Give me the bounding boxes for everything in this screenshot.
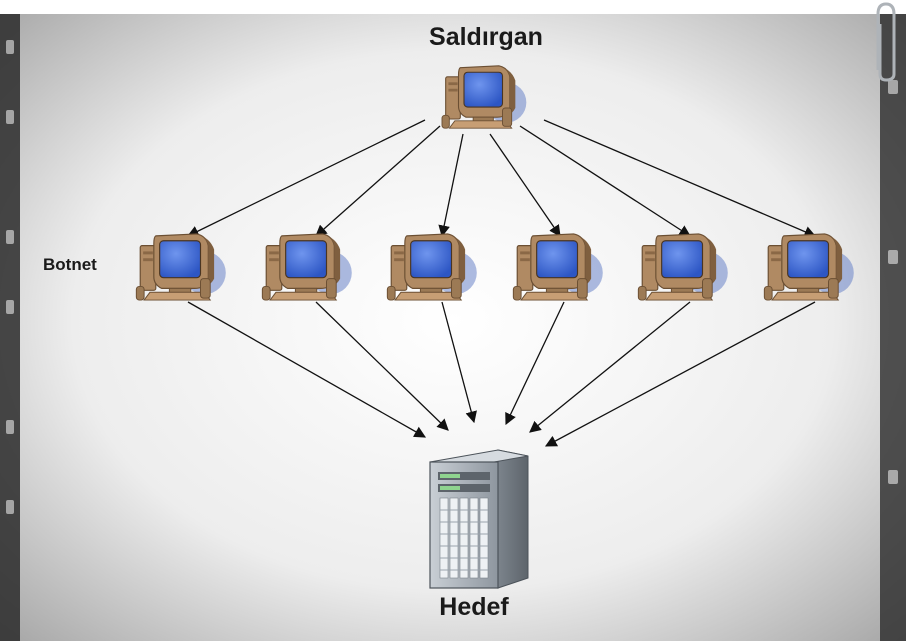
top-border-strip bbox=[0, 0, 906, 14]
paper-clip-icon bbox=[876, 2, 896, 82]
arrow-attacker-to-bot-5 bbox=[519, 125, 691, 237]
arrow-bot-2-to-target bbox=[315, 301, 449, 431]
arrow-bot-1-to-target bbox=[187, 301, 427, 438]
target-label: Hedef bbox=[439, 593, 509, 621]
arrows-layer bbox=[186, 119, 817, 447]
botnet-label: Botnet bbox=[43, 255, 97, 274]
arrow-attacker-to-bot-1 bbox=[186, 119, 426, 237]
left-border-strip bbox=[0, 0, 20, 641]
arrow-attacker-to-bot-2 bbox=[315, 125, 441, 237]
arrow-bot-6-to-target bbox=[544, 301, 816, 447]
arrow-attacker-to-bot-6 bbox=[543, 119, 817, 238]
right-border-strip bbox=[880, 0, 906, 641]
arrow-bot-4-to-target bbox=[505, 301, 565, 426]
film-sprockets bbox=[6, 40, 898, 514]
arrow-attacker-to-bot-4 bbox=[489, 133, 561, 237]
target-server-icon bbox=[429, 449, 529, 589]
arrow-bot-3-to-target bbox=[441, 301, 477, 424]
arrow-attacker-to-bot-3 bbox=[438, 133, 464, 238]
attacker-label: Saldırgan bbox=[429, 23, 543, 51]
arrow-bot-5-to-target bbox=[529, 301, 691, 433]
